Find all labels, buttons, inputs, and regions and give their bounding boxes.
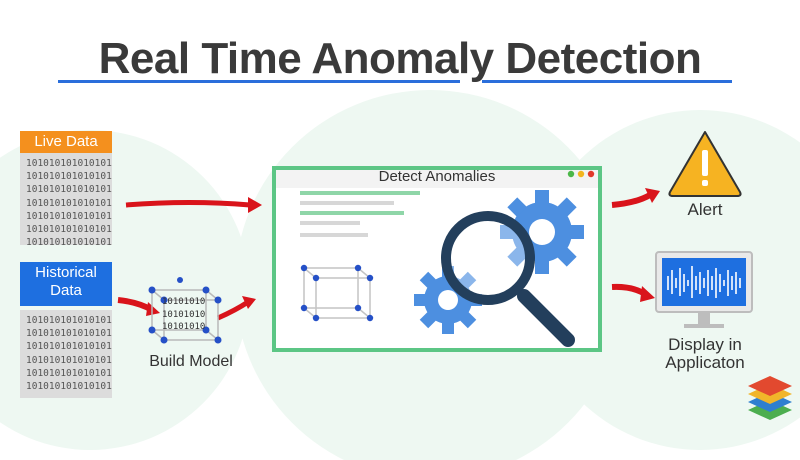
live-binary-stream: 101010101010101 101010101010101 10101010…: [20, 153, 112, 248]
window-dot-yellow: [577, 170, 585, 178]
magnifier-icon: [441, 211, 575, 347]
live-tag-bg: [20, 131, 112, 153]
stacked-layers-icon: [748, 376, 792, 420]
gears-icon: [414, 190, 584, 334]
model-nodes: [148, 277, 222, 344]
alert-label: Alert: [687, 200, 723, 219]
arrow-detect-to-alert: [611, 188, 660, 208]
monitor-icon: [655, 251, 753, 328]
display-label-line2: Applicaton: [665, 353, 745, 372]
model-binary: 10101010 10101010 10101010: [162, 297, 206, 332]
historical-data-label: Historical Data: [35, 264, 97, 299]
historical-tag-bg: [20, 262, 112, 306]
title-underline-left: [58, 80, 460, 83]
detect-anomalies-title: Detect Anomalies: [378, 168, 496, 185]
display-label-line1: Display in: [668, 335, 742, 354]
arrow-model-to-detect: [216, 296, 256, 321]
arrow-live-to-detect: [125, 197, 262, 213]
window-dot-red: [587, 170, 595, 178]
live-data-label: Live Data: [34, 133, 98, 150]
window-cube-nodes: [300, 264, 374, 322]
build-model-label: Build Model: [149, 353, 233, 370]
historical-binary-stream: 101010101010101 101010101010101 10101010…: [20, 310, 112, 398]
window-dot-green: [567, 170, 575, 178]
monitor-waveform: [667, 266, 741, 298]
page-title: Real Time Anomaly Detection: [98, 34, 702, 83]
warning-triangle-icon: [668, 131, 742, 197]
arrow-detect-to-display: [611, 283, 655, 302]
title-underline-right: [482, 80, 732, 83]
display-label: Display in Applicaton: [640, 336, 770, 372]
arrow-historical-to-model: [117, 297, 160, 316]
